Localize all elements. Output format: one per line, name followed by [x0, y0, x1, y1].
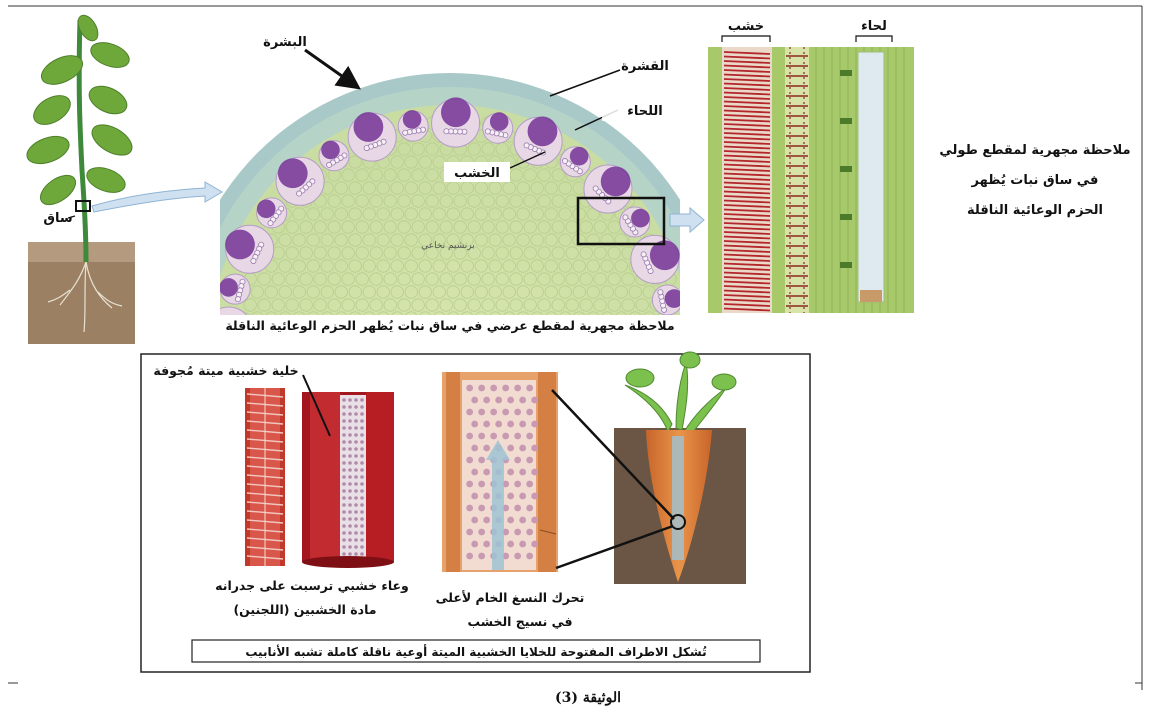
- vascular-bundle: [319, 141, 349, 171]
- pith-label: برنشيم نخاعي: [421, 241, 475, 251]
- vascular-bundle: [631, 235, 680, 283]
- longitudinal-section-micrograph: [708, 47, 914, 313]
- longitudinal-caption-line-2: في ساق نبات يُظهر: [971, 173, 1099, 188]
- cortex-label: القشرة: [621, 59, 669, 74]
- epidermis-label: البشرة: [263, 35, 307, 50]
- vascular-bundle: [560, 147, 590, 177]
- xylem-vessel-thin: [245, 388, 285, 566]
- vascular-bundle: [225, 225, 274, 273]
- vascular-bundle: [483, 112, 513, 143]
- vessel-caption-line-2: مادة الخشبين (اللجنين): [233, 602, 376, 617]
- xylem-tissue-block: [442, 372, 558, 572]
- xylem-vessel-wide: [302, 392, 394, 568]
- cross-section-caption: ملاحظة مجهرية لمقطع عرضي في ساق نبات يُظ…: [225, 318, 674, 334]
- dead-xylem-cell-label: خلية خشبية ميتة مُجوفة: [153, 363, 298, 378]
- vascular-bundle: [398, 110, 428, 141]
- phloem-long-label: لحاء: [861, 19, 887, 34]
- vascular-bundle: [348, 112, 396, 161]
- xylem-label: الخشب: [454, 166, 500, 181]
- longitudinal-caption-line-3: الحزم الوعائية الناقلة: [967, 203, 1103, 218]
- sap-caption-line-2: في نسيج الخشب: [468, 614, 573, 629]
- vascular-bundle: [219, 274, 250, 304]
- vessel-caption-line-1: وعاء خشبي ترسبت على جدرانه: [215, 578, 409, 593]
- longitudinal-caption-line-1: ملاحظة مجهرية لمقطع طولي: [939, 143, 1130, 158]
- phloem-label: اللحاء: [627, 104, 663, 119]
- vascular-bundle: [514, 116, 562, 165]
- carrot-root-illustration: [614, 352, 746, 584]
- vascular-bundle: [276, 157, 324, 205]
- bottom-note: تُشكل الاطراف المفتوحة للخلايا الخشبية ا…: [245, 644, 706, 660]
- plant-illustration: [23, 12, 137, 344]
- document-title: الوثيقة (3): [555, 690, 621, 706]
- vascular-bundle: [257, 198, 287, 228]
- vascular-bundle: [584, 165, 632, 213]
- vascular-bundle: [652, 285, 683, 315]
- xylem-long-label: خشب: [728, 19, 764, 34]
- vascular-bundle: [620, 207, 650, 237]
- sap-caption-line-1: تحرك النسغ الخام لأعلى: [436, 590, 585, 606]
